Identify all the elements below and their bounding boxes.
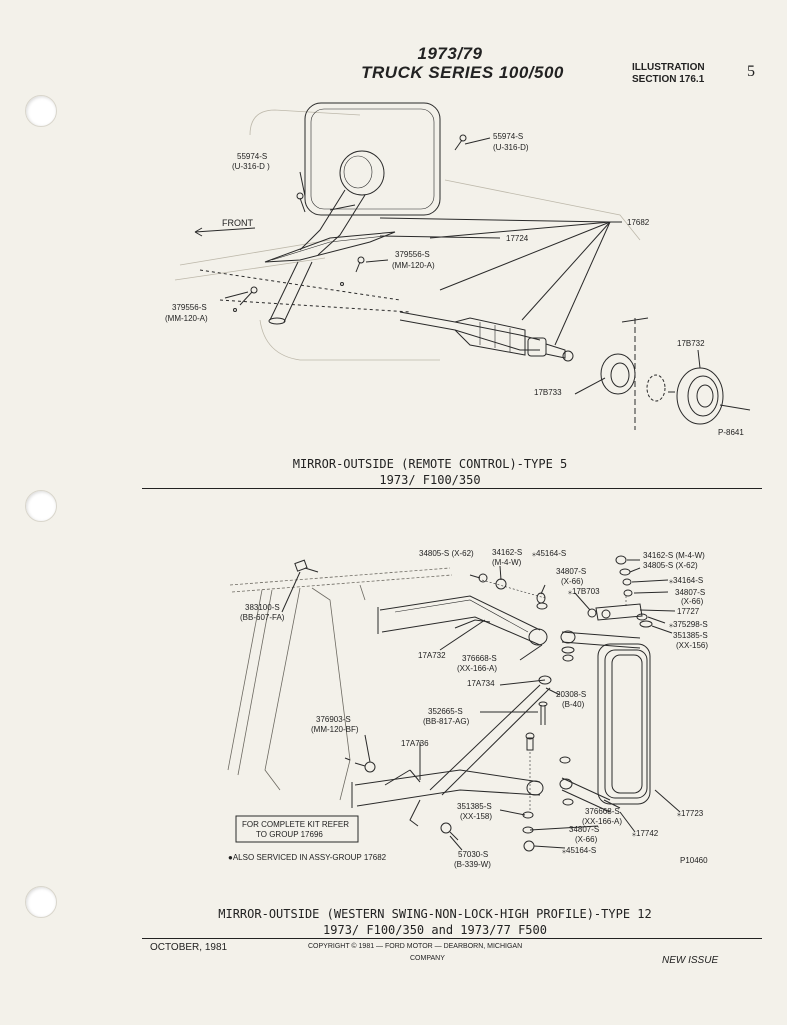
label-20308-sub: (B-40) [562, 700, 585, 709]
label-55974-right-sub: (U-316-D) [493, 143, 529, 152]
footer-date: OCTOBER, 1981 [150, 942, 228, 953]
diagram2-caption-line2: 1973/ F100/350 and 1973/77 F500 [323, 923, 547, 937]
label-34807-top: 34807-S [556, 567, 587, 576]
label-376668-top: 376668-S [462, 654, 497, 663]
footer-divider [142, 938, 762, 939]
kit-note-line2: TO GROUP 17696 [256, 830, 323, 839]
label-351385-bottom-sub: (XX-158) [460, 812, 493, 821]
label-379556-left: 379556-S [172, 303, 207, 312]
label-34162-right: 34162-S (M-4-W) [643, 551, 705, 560]
label-17a734: 17A734 [467, 679, 495, 688]
label-45164-bottom: ⁎45164-S [562, 846, 597, 855]
footer-copyright-line1: COPYRIGHT © 1981 — FORD MOTOR — DEARBORN… [308, 943, 523, 950]
label-34807-bottom-sub: (X-66) [575, 835, 598, 844]
label-34805-top: 34805-S (X-62) [419, 549, 474, 558]
kit-note-line1: FOR COMPLETE KIT REFER [242, 820, 349, 829]
footer-copyright-line2: COMPANY [410, 955, 445, 962]
label-34162-top: 34162-S [492, 548, 523, 557]
label-376668-bottom: 376668-S [585, 807, 620, 816]
label-376903-sub: (MM-120-BF) [311, 725, 359, 734]
label-352665: 352665-S [428, 707, 463, 716]
header-series: TRUCK SERIES 100/500 [361, 63, 564, 82]
section-divider [142, 488, 762, 489]
label-34807-right-sub: (X-66) [681, 597, 704, 606]
label-55974-left: 55974-S [237, 152, 268, 161]
page-number: 5 [747, 63, 755, 80]
binder-hole-top [25, 95, 57, 127]
label-383100: 383100-S [245, 603, 280, 612]
diagram1-reference: P-8641 [718, 428, 744, 437]
label-20308: 20308-S [556, 690, 587, 699]
label-34162-top-sub: (M-4-W) [492, 558, 522, 567]
label-351385-bottom: 351385-S [457, 802, 492, 811]
label-17682: 17682 [627, 218, 650, 227]
label-57030: 57030-S [458, 850, 489, 859]
label-17742: ⁎17742 [632, 829, 659, 838]
label-34807-top-sub: (X-66) [561, 577, 584, 586]
header-years: 1973/79 [417, 44, 483, 63]
label-45164-top: ⁎45164-S [532, 549, 567, 558]
label-17724: 17724 [506, 234, 529, 243]
footer-issue: NEW ISSUE [662, 955, 719, 966]
also-serviced-note: ●ALSO SERVICED IN ASSY-GROUP 17682 [228, 853, 387, 862]
label-34164-right: ⁎34164-S [669, 576, 704, 585]
label-351385-right: 351385-S [673, 631, 708, 640]
label-17723: ⁎17723 [677, 809, 704, 818]
label-17b732: 17B732 [677, 339, 705, 348]
label-34807-bottom: 34807-S [569, 825, 600, 834]
diagram1-caption-line1: MIRROR-OUTSIDE (REMOTE CONTROL)-TYPE 5 [292, 457, 568, 471]
label-352665-sub: (BB-817-AG) [423, 717, 470, 726]
label-379556-right-sub: (MM-120-A) [392, 261, 435, 270]
diagram2-caption-line1: MIRROR-OUTSIDE (WESTERN SWING-NON-LOCK-H… [218, 907, 652, 921]
label-17b733: 17B733 [534, 388, 562, 397]
label-376668-top-sub: (XX-166-A) [457, 664, 498, 673]
label-17a732: 17A732 [418, 651, 446, 660]
label-376668-bottom-sub: (XX-166-A) [582, 817, 623, 826]
label-351385-right-sub: (XX-156) [676, 641, 709, 650]
label-55974-left-sub: (U-316-D ) [232, 162, 270, 171]
diagram2-reference: P10460 [680, 856, 708, 865]
illustration-label: ILLUSTRATION [632, 62, 705, 73]
label-376903: 376903-S [316, 715, 351, 724]
label-383100-sub: (BB-607-FA) [240, 613, 285, 622]
label-17a736: 17A736 [401, 739, 429, 748]
label-379556-right: 379556-S [395, 250, 430, 259]
binder-hole-bottom [25, 886, 57, 918]
label-17b703: ⁎17B703 [568, 587, 600, 596]
label-57030-sub: (B-339-W) [454, 860, 491, 869]
binder-hole-middle [25, 490, 57, 522]
label-34805-right: 34805-S (X-62) [643, 561, 698, 570]
section-label: SECTION 176.1 [632, 74, 705, 85]
label-17727: 17727 [677, 607, 700, 616]
label-379556-left-sub: (MM-120-A) [165, 314, 208, 323]
diagram1-caption-line2: 1973/ F100/350 [379, 473, 481, 487]
label-front: FRONT [222, 218, 253, 228]
label-375298: ⁎375298-S [669, 620, 708, 629]
label-34807-right: 34807-S [675, 588, 706, 597]
label-55974-right: 55974-S [493, 132, 524, 141]
